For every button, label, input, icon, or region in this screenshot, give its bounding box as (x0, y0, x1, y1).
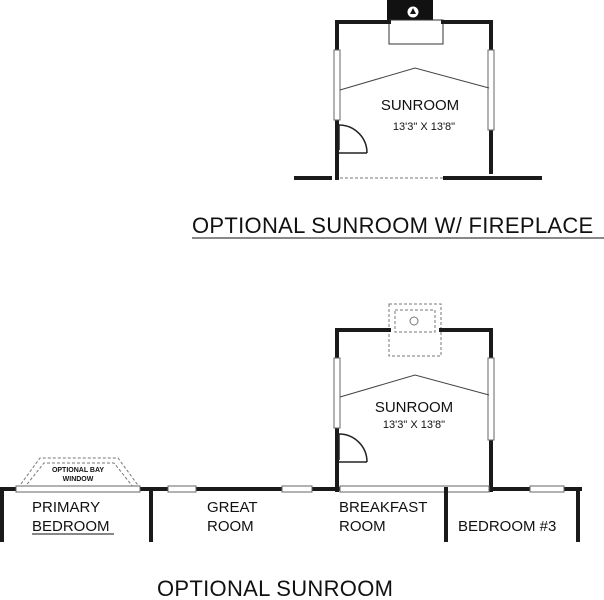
great-room-window-right (281, 485, 313, 493)
great-room-label-line2: ROOM (207, 518, 254, 535)
bedroom3-label: BEDROOM #3 (458, 518, 556, 535)
bottom-sunroom-left-wall (335, 328, 391, 492)
top-ceiling-lines (339, 67, 490, 91)
great-room-window-left (167, 485, 197, 493)
top-right-window (487, 49, 495, 131)
great-room-label-line1: GREAT (207, 499, 258, 516)
top-left-window (333, 49, 341, 121)
optional-fireplace (388, 303, 442, 357)
top-sunroom-left-wall (335, 20, 391, 180)
sunroom-opening (339, 485, 490, 493)
breakfast-room-label-line2: ROOM (339, 518, 386, 535)
bottom-left-window (333, 357, 341, 429)
optional-fireplace-inner (394, 309, 436, 333)
bay-window-label-line1: OPTIONAL BAY (52, 467, 104, 474)
top-caption: OPTIONAL SUNROOM W/ FIREPLACE (192, 213, 594, 238)
top-sunroom-size: 13'3" X 13'8" (393, 121, 455, 133)
bedroom3-window (529, 485, 565, 493)
top-sunroom-door (338, 124, 368, 154)
bottom-sunroom-label: SUNROOM (375, 399, 453, 416)
top-sunroom-plan: SUNROOM 13'3" X 13'8" OPTIONAL SUNROOM W… (192, 0, 604, 239)
bottom-ceiling-lines (339, 374, 490, 398)
bottom-sunroom-door (338, 433, 368, 463)
bottom-sunroom-plan: SUNROOM 13'3" X 13'8" OPTIONAL BAY WINDO… (0, 303, 582, 600)
bay-window-label-line2: WINDOW (63, 476, 94, 483)
primary-bedroom-window (15, 485, 141, 493)
optional-bay-window (17, 457, 141, 489)
fireplace-flame-icon (410, 8, 416, 14)
bottom-caption: OPTIONAL SUNROOM (157, 576, 393, 600)
bottom-right-window (487, 357, 495, 441)
breakfast-room-label-line1: BREAKFAST (339, 499, 427, 516)
fireplace-hearth (388, 19, 444, 45)
primary-bedroom-label-line1: PRIMARY (32, 499, 100, 516)
primary-bedroom-label-line2: BEDROOM (32, 518, 110, 535)
optional-fireplace-icon (409, 316, 419, 326)
top-sunroom-label: SUNROOM (381, 97, 459, 114)
bottom-sunroom-size: 13'3" X 13'8" (383, 419, 445, 431)
optional-bay-window-inner (23, 462, 135, 489)
